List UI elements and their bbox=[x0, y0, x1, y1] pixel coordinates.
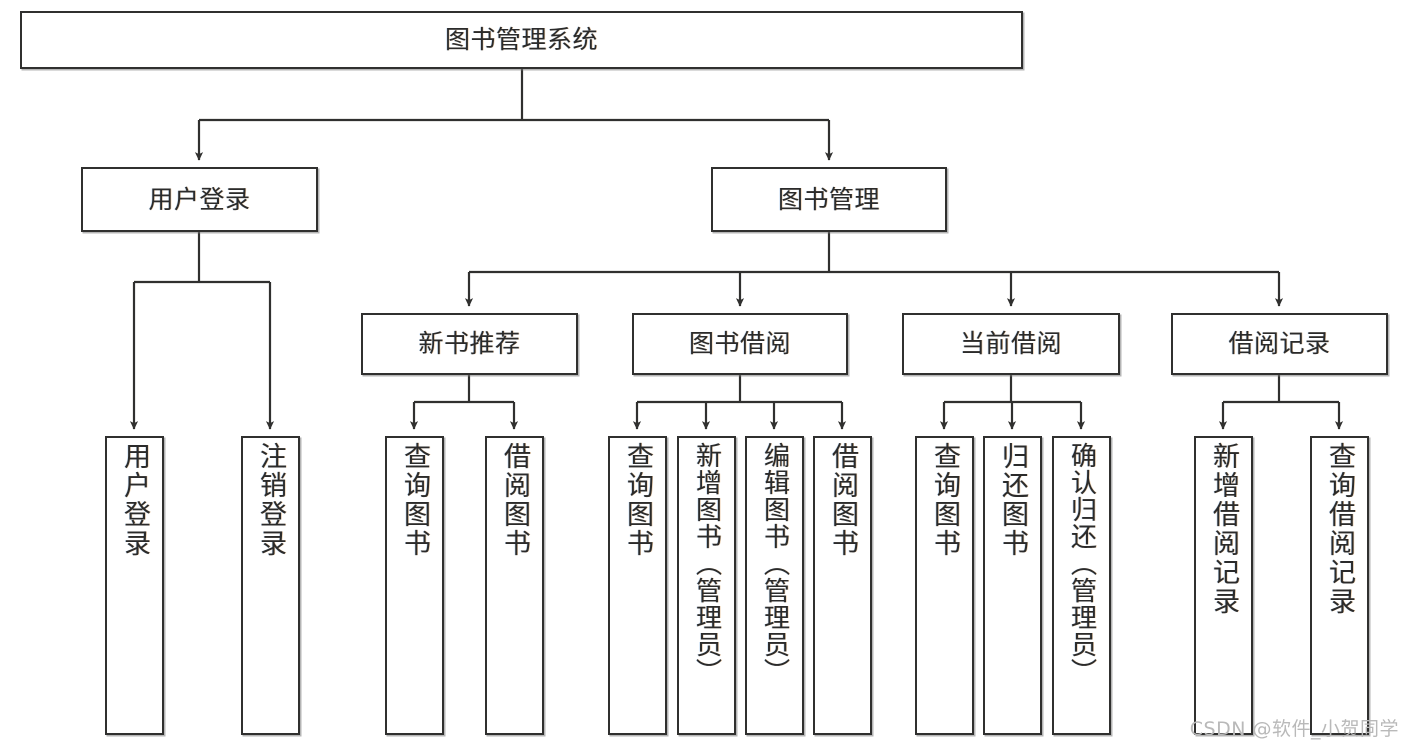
node-leaf-query-record-label: 查询借阅记录 bbox=[1324, 442, 1355, 616]
node-leaf-confirm-return-label: 确认归还（管理员） bbox=[1066, 442, 1097, 685]
node-leaf-query-book-rec[interactable]: 查询图书 bbox=[385, 436, 444, 735]
node-book-manage[interactable]: 图书管理 bbox=[711, 167, 947, 232]
node-leaf-user-login[interactable]: 用户登录 bbox=[105, 436, 164, 735]
node-book-manage-label: 图书管理 bbox=[777, 184, 880, 214]
node-leaf-logout[interactable]: 注销登录 bbox=[241, 436, 300, 735]
node-leaf-add-book[interactable]: 新增图书（管理员） bbox=[677, 436, 736, 735]
node-leaf-add-book-label: 新增图书（管理员） bbox=[691, 442, 722, 685]
node-leaf-borrow-book-rec[interactable]: 借阅图书 bbox=[485, 436, 544, 735]
node-leaf-edit-book[interactable]: 编辑图书（管理员） bbox=[745, 436, 804, 735]
node-borrow-record-label: 借阅记录 bbox=[1228, 329, 1331, 359]
node-leaf-return-book-label: 归还图书 bbox=[997, 442, 1028, 558]
node-leaf-query-book-borrow-label: 查询图书 bbox=[622, 442, 653, 558]
node-book-borrow-label: 图书借阅 bbox=[688, 329, 791, 359]
node-new-book-recommend-label: 新书推荐 bbox=[418, 329, 521, 359]
node-leaf-query-book-cur[interactable]: 查询图书 bbox=[915, 436, 974, 735]
node-root-label: 图书管理系统 bbox=[444, 25, 598, 55]
node-current-borrow-label: 当前借阅 bbox=[959, 329, 1062, 359]
node-book-borrow[interactable]: 图书借阅 bbox=[632, 313, 848, 375]
node-leaf-query-book-cur-label: 查询图书 bbox=[929, 442, 960, 558]
node-new-book-recommend[interactable]: 新书推荐 bbox=[361, 313, 578, 375]
node-leaf-query-record[interactable]: 查询借阅记录 bbox=[1310, 436, 1369, 735]
node-root[interactable]: 图书管理系统 bbox=[20, 11, 1023, 69]
csdn-watermark: CSDN @软件_小贺同学 bbox=[1189, 718, 1399, 740]
node-leaf-edit-book-label: 编辑图书（管理员） bbox=[759, 442, 790, 685]
node-leaf-logout-label: 注销登录 bbox=[255, 442, 286, 558]
node-leaf-add-record-label: 新增借阅记录 bbox=[1208, 442, 1239, 616]
node-leaf-query-book-rec-label: 查询图书 bbox=[399, 442, 430, 558]
node-leaf-return-book[interactable]: 归还图书 bbox=[983, 436, 1042, 735]
node-leaf-query-book-borrow[interactable]: 查询图书 bbox=[608, 436, 667, 735]
node-leaf-borrow-book[interactable]: 借阅图书 bbox=[813, 436, 872, 735]
node-leaf-add-record[interactable]: 新增借阅记录 bbox=[1194, 436, 1253, 735]
node-leaf-user-login-label: 用户登录 bbox=[119, 442, 150, 558]
node-user-login[interactable]: 用户登录 bbox=[81, 167, 318, 232]
node-user-login-label: 用户登录 bbox=[148, 184, 251, 214]
node-leaf-confirm-return[interactable]: 确认归还（管理员） bbox=[1052, 436, 1111, 735]
node-borrow-record[interactable]: 借阅记录 bbox=[1171, 313, 1388, 375]
node-current-borrow[interactable]: 当前借阅 bbox=[902, 313, 1120, 375]
node-leaf-borrow-book-rec-label: 借阅图书 bbox=[499, 442, 530, 558]
node-leaf-borrow-book-label: 借阅图书 bbox=[827, 442, 858, 558]
